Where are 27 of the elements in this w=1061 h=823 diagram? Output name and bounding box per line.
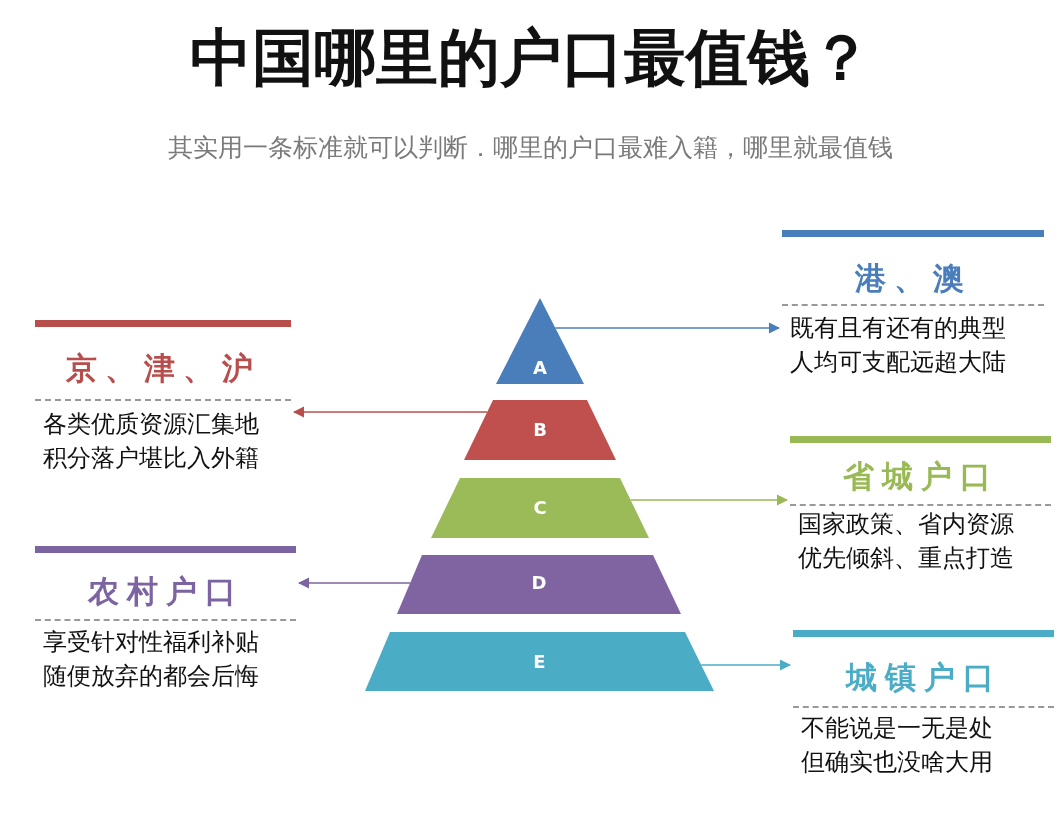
arrow [700,659,792,671]
panel-text: 积分落户堪比入外籍 [42,443,259,474]
panel-text: 但确实也没啥大用 [800,747,993,778]
panel-text: 享受针对性福利补贴 [42,627,259,658]
panel-text: 既有且有还有的典型 [789,313,1006,344]
panel-heading: 城镇户口 [844,658,1003,697]
panel-heading: 省城户口 [841,457,1000,496]
panel-text: 优先倾斜、重点打造 [797,543,1014,574]
panel-text: 随便放弃的都会后悔 [42,661,259,692]
panel-heading: 农村户口 [86,572,245,611]
panel-text: 国家政策、省内资源 [797,509,1014,540]
panel-text: 不能说是一无是处 [800,713,993,744]
arrow [554,322,781,334]
pyramid-level: A [496,298,584,384]
pyramid-level: D [397,555,681,614]
panel-heading: 京、津、沪 [64,349,262,388]
panel-heading: 港、澳 [853,259,973,298]
pyramid-level: E [365,632,714,691]
subtitle: 其实用一条标准就可以判断．哪里的户口最难入籍，哪里就最值钱 [167,132,894,164]
pyramid-level: B [464,400,616,460]
pyramid-level: C [431,478,649,538]
panel-text: 人均可支配远超大陆 [789,347,1006,378]
arrow [292,406,488,418]
panel-text: 各类优质资源汇集地 [42,409,259,440]
arrow [629,494,789,506]
arrow [297,577,411,589]
title: 中国哪里的户口最值钱？ [188,20,873,96]
